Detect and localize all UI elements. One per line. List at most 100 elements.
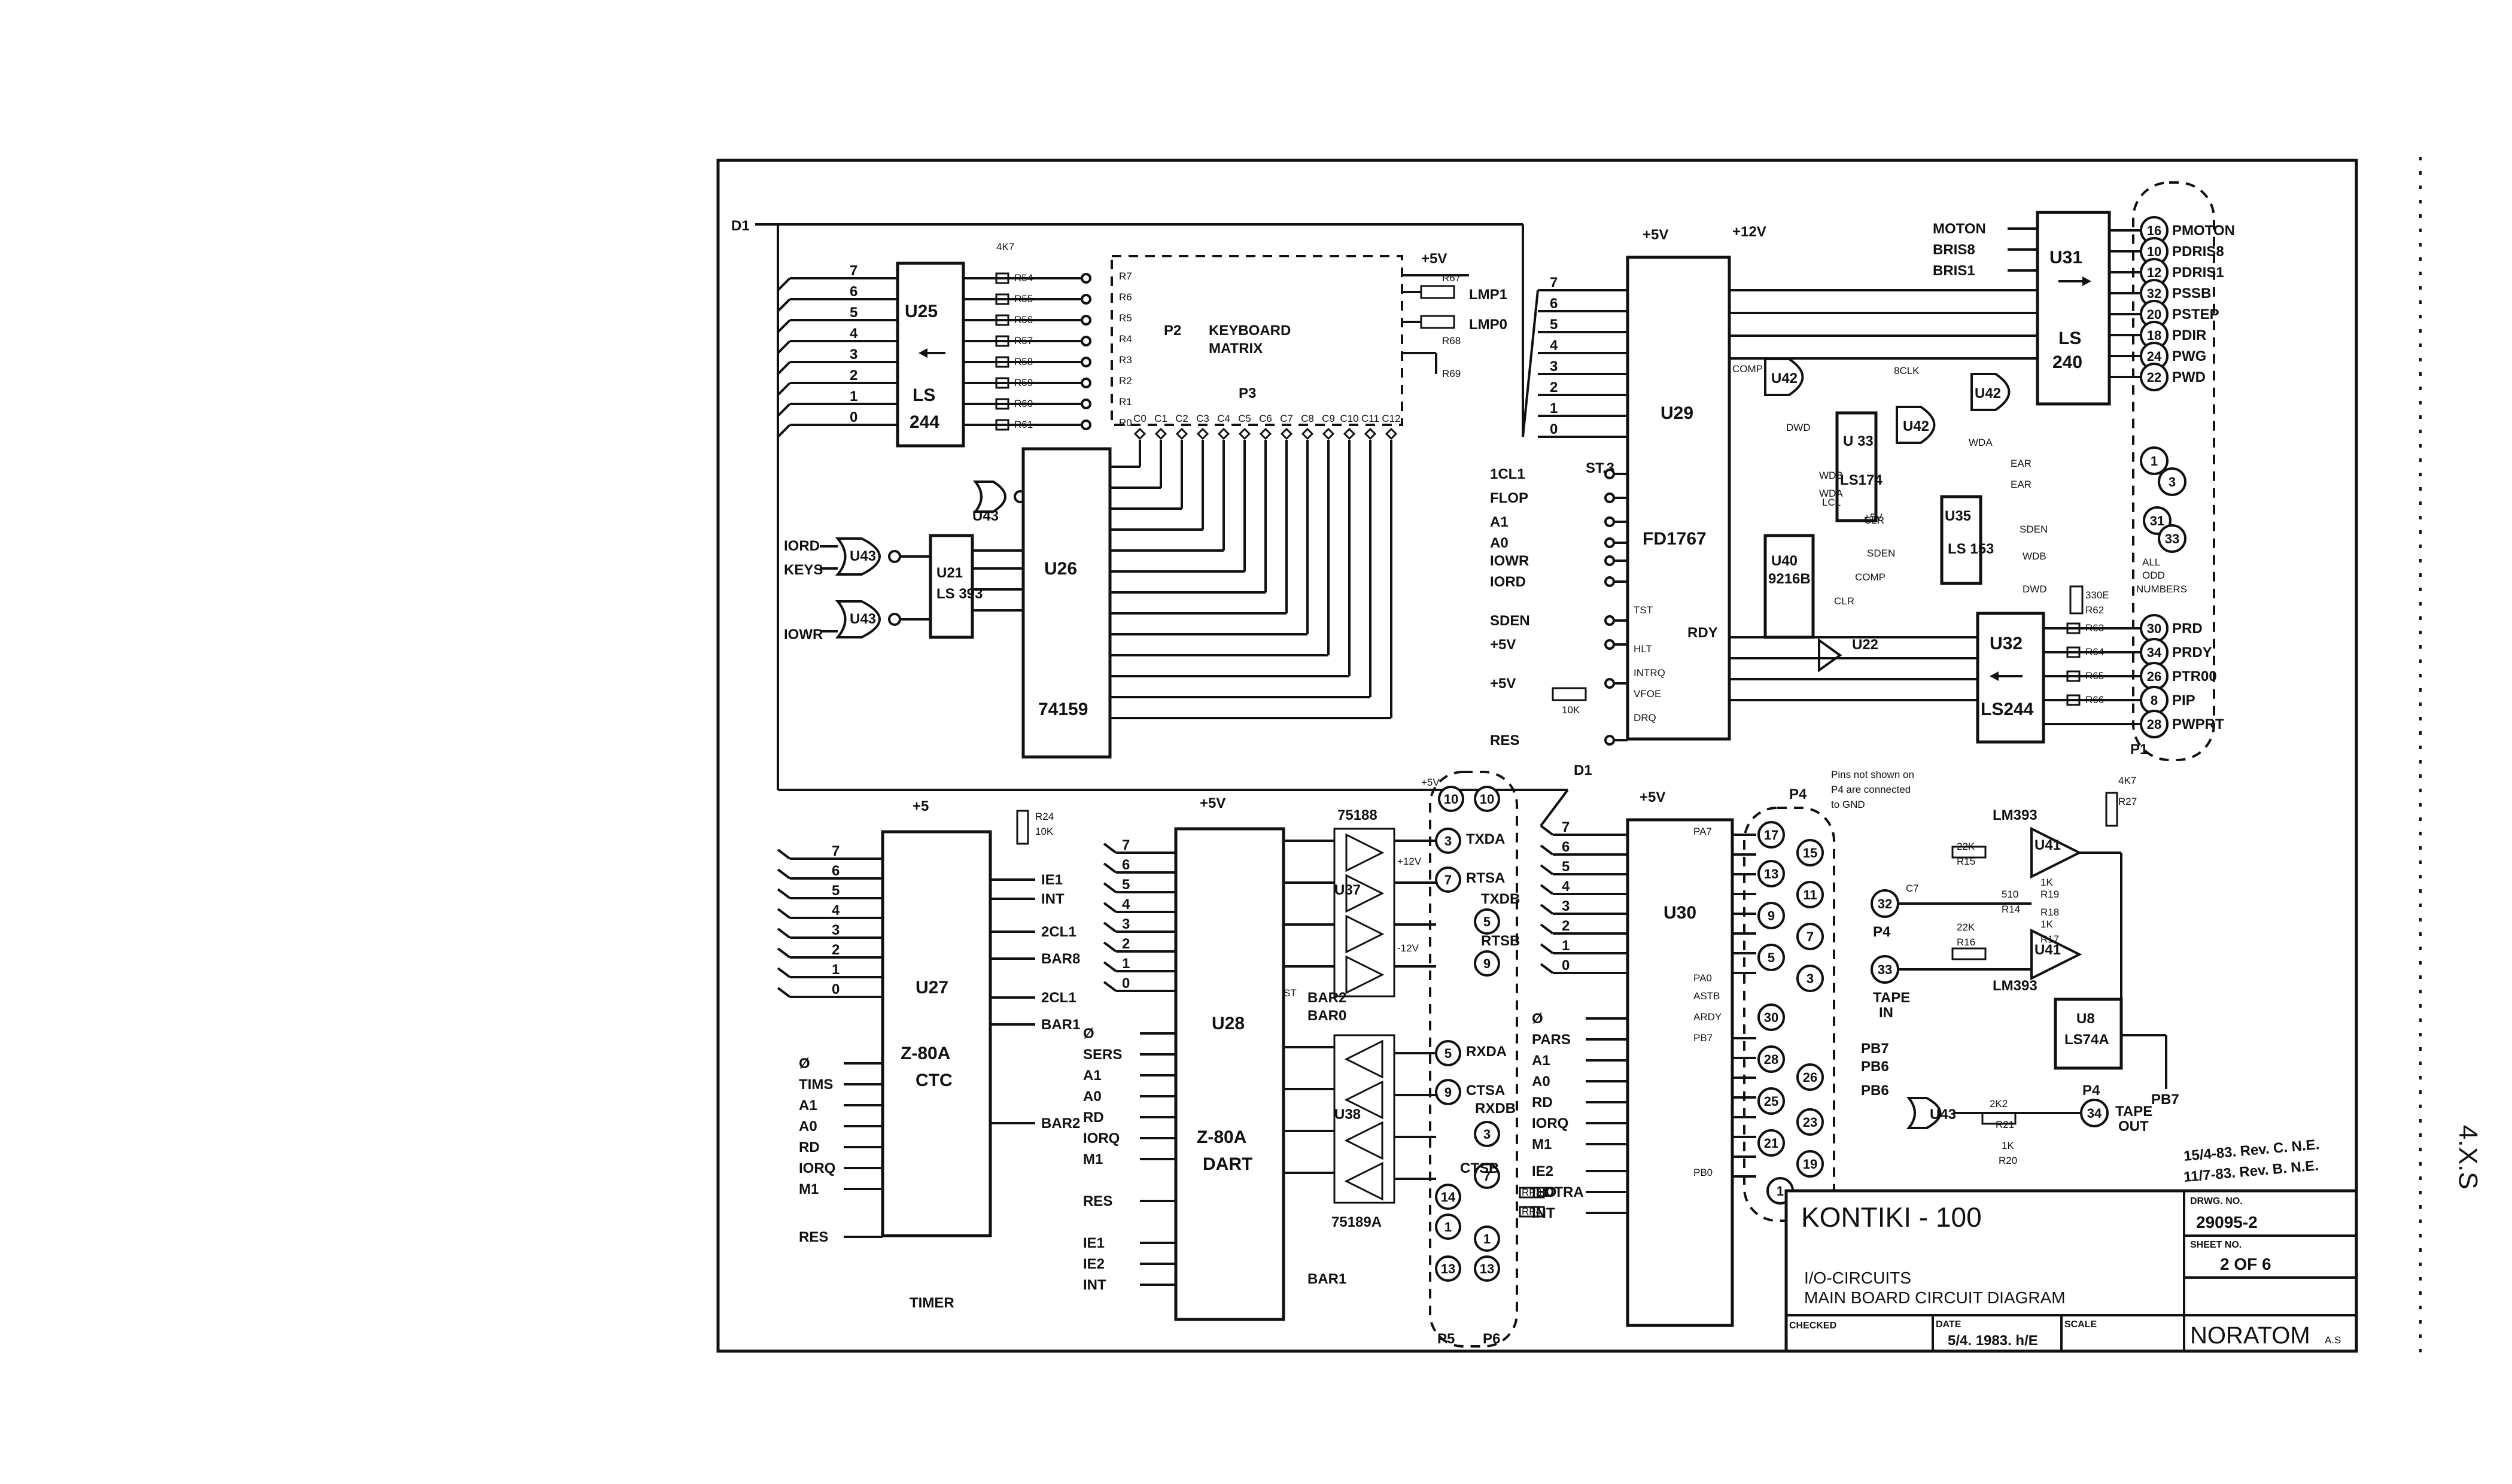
u43b-name: U43 (1930, 1106, 1956, 1123)
resistor-R55 (995, 293, 1009, 305)
u28-dart: U28 Z-80A DART +5V ST 76543210ØSERSA1A0R… (1083, 795, 1346, 1321)
ctc-left-signal-7: RES (799, 1229, 828, 1245)
p4-pin-26-10 (1796, 1063, 1824, 1091)
receiver-triangle (1344, 1121, 1383, 1160)
u27-type: Z-80A (901, 1044, 950, 1063)
p4-pin-11-3-number: 11 (1803, 887, 1817, 902)
driver-triangle (1345, 955, 1385, 995)
keyboard-col-C0: C0 (1133, 413, 1146, 424)
dart-bus-entry (1103, 981, 1117, 992)
serial-signal-RXDA: RXDA (1466, 1044, 1507, 1060)
keyboard-row-connector (1081, 336, 1091, 346)
u31-input-1: BRIS8 (1933, 242, 1975, 258)
tape-resistor-1: R15 (1957, 856, 1975, 867)
driver-triangle (1345, 874, 1385, 913)
dart-left-signal-4: RD (1083, 1109, 1104, 1126)
u29-left-signal-1: FLOP (1490, 490, 1528, 506)
p6-pin-1-2-number: 1 (1483, 1231, 1491, 1246)
u29-data-label-7: 7 (1550, 275, 1558, 291)
p4-pin-23-12 (1796, 1108, 1824, 1136)
keyboard-row-R3: R3 (1119, 354, 1132, 366)
u43-pb6-in: PB6 (1861, 1082, 1889, 1099)
p1-pin-18-number: 18 (2147, 328, 2161, 343)
keyboard-col-C1: C1 (1154, 413, 1167, 424)
dart-data-label-7: 7 (1122, 837, 1130, 853)
u37-minus12: -12V (1397, 942, 1419, 954)
pio-bus-entry (1540, 923, 1554, 935)
p4-pin-25-11 (1757, 1087, 1785, 1115)
keyboard-col-diamond (1133, 427, 1146, 440)
p1-gnd-pin-1-number: 1 (2151, 454, 2158, 469)
ctc-right-signal-2: 2CL1 (1041, 924, 1076, 940)
dart-data-label-0: 0 (1122, 975, 1130, 992)
tape-p4-label: P4 (1873, 924, 1891, 940)
keyboard-col-diamond (1343, 427, 1356, 440)
keyboard-row-R7: R7 (1119, 270, 1132, 282)
resistor-label-R61: R61 (1014, 419, 1033, 430)
u29-left-signal-6: SDEN (1490, 613, 1530, 629)
drawing-subtitle-1: I/O-CIRCUITS (1804, 1269, 1911, 1287)
u29-input-node (1604, 469, 1615, 479)
p6-pin-7-1-number: 7 (1483, 1169, 1491, 1184)
c7-label: C7 (1906, 883, 1919, 894)
r27-body (2105, 792, 2118, 827)
bus-entry (777, 319, 791, 333)
p1-input-pin-28 (2140, 710, 2169, 738)
lmp0-label: LMP0 (1469, 317, 1507, 333)
pio-left-signal-1: PARS (1532, 1032, 1571, 1048)
u26-name: U26 (1044, 559, 1077, 579)
drawing-frame (716, 159, 2358, 1353)
u40-name: U40 (1771, 553, 1798, 569)
all-odd-1: ALL (2142, 556, 2160, 568)
bus-entry (777, 403, 791, 417)
pullup-label: 4K7 (996, 241, 1014, 253)
u28-type: Z-80A (1197, 1127, 1246, 1147)
resistor-R57 (995, 335, 1009, 347)
u38-type: 75189A (1331, 1214, 1382, 1230)
glue-signal-9: SDEN (1867, 548, 1895, 559)
u30-pio: U30 +5V 76543210ØPARSA1A0RDIORQM1IE2IEOI… (1532, 789, 1756, 1327)
date-label: DATE (1936, 1319, 1961, 1330)
p1-gnd-pin-31-number: 31 (2150, 513, 2164, 528)
glue-signal-15: CLR (1864, 515, 1884, 526)
keyboard-row-connector (1081, 399, 1091, 409)
ctc-left-signal-6: M1 (799, 1181, 819, 1197)
u33-name: U 33 (1843, 433, 1874, 449)
pio-left-signal-5: IORQ (1532, 1115, 1568, 1132)
glue-signal-5: WDA (1819, 488, 1843, 499)
ctc-bus-entry (777, 868, 791, 880)
p5-pin-13-10-number: 13 (1441, 1261, 1455, 1276)
u25-name: U25 (905, 302, 938, 321)
dart-left-signal-3: A0 (1083, 1088, 1102, 1105)
p1-input-signal-PRDY: PRDY (2172, 644, 2212, 661)
resistor-R63 (2066, 622, 2081, 634)
u30-name: U30 (1663, 903, 1696, 923)
p6-pin-7-1 (1474, 1163, 1500, 1189)
u43-name-top: U43 (972, 508, 999, 524)
u29-data-label-2: 2 (1550, 379, 1558, 396)
p4-pin-25-11-number: 25 (1764, 1094, 1778, 1109)
r62-name: R62 (2085, 604, 2104, 616)
u29-left-signal-8: +5V (1490, 676, 1516, 692)
p1-pin-32-number: 32 (2147, 286, 2161, 301)
glue-signal-3: WDA (1969, 437, 1993, 448)
dart-bus-entry (1103, 843, 1117, 854)
p4-pin-21-13 (1757, 1129, 1785, 1157)
u32-name: U32 (1990, 634, 2023, 653)
dart-left-signal-10: INT (1083, 1277, 1106, 1293)
p5-pin-10-0 (1438, 786, 1464, 812)
keyboard-col-C3: C3 (1196, 413, 1209, 424)
tape-resistor-9: R17 (2040, 933, 2059, 945)
pio-left-signal-6: M1 (1532, 1136, 1552, 1152)
pio-data-label-0: 0 (1562, 957, 1570, 974)
u21-counter: U21 LS 393 (929, 534, 1023, 639)
u27-name: U27 (916, 978, 948, 998)
dart-data-label-5: 5 (1122, 877, 1130, 893)
fdc-glue: U42 U42 U42 U 33 LS174 U35 LS 153 U40 92… (1732, 358, 2109, 673)
dart-right-signal-1: BAR0 (1307, 1008, 1346, 1024)
serial-signal-TXDB: TXDB (1481, 891, 1520, 907)
ctc-left-signal-2: A1 (799, 1097, 817, 1114)
ctc-left-signal-3: A0 (799, 1118, 817, 1135)
tape-out-p4-label: P4 (2082, 1082, 2100, 1099)
dart-left-signal-6: M1 (1083, 1151, 1103, 1167)
